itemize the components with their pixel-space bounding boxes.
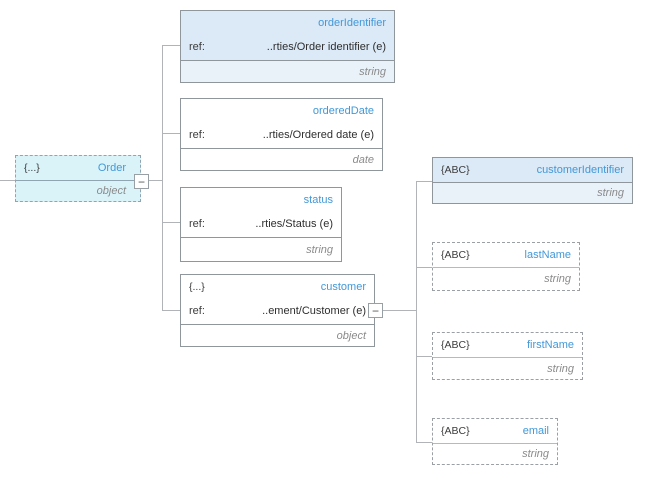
type-row: string — [181, 60, 394, 82]
node-type: object — [336, 329, 366, 342]
node-title: email — [522, 425, 549, 437]
string-badge: {ABC} — [441, 339, 470, 351]
connector-root-out — [141, 180, 162, 181]
connector-right-trunk — [416, 181, 417, 443]
ref-label: ref: — [189, 129, 205, 141]
node-type: string — [597, 187, 624, 199]
schema-node-firstname[interactable]: {ABC} firstName string — [432, 332, 583, 380]
connector-stub-customer — [162, 310, 180, 311]
node-type: string — [359, 65, 386, 78]
node-title: Order — [97, 162, 126, 174]
ref-value: ..rties/Ordered date (e) — [262, 129, 374, 141]
node-title: firstName — [526, 339, 574, 351]
node-type: string — [306, 243, 333, 256]
connector-left-trunk — [162, 45, 163, 311]
collapse-button-customer[interactable]: − — [368, 303, 383, 318]
collapse-button-order[interactable]: − — [134, 174, 149, 189]
string-badge: {ABC} — [441, 425, 470, 437]
node-title: orderIdentifier — [318, 16, 386, 29]
connector-stub-ordereddate — [162, 133, 180, 134]
ref-label: ref: — [189, 41, 205, 53]
schema-node-customeridentifier[interactable]: {ABC} customerIdentifier string — [432, 157, 633, 204]
type-row: string — [433, 268, 579, 290]
connector-stub-orderidentifier — [162, 45, 180, 46]
ref-value: ..rties/Status (e) — [255, 218, 333, 230]
node-title: lastName — [524, 249, 571, 261]
connector-customer-out — [375, 310, 416, 311]
object-badge: {...} — [24, 162, 40, 174]
connector-stub-customeridentifier — [416, 181, 432, 182]
type-row: object — [16, 181, 140, 201]
node-type: string — [544, 273, 571, 285]
type-row: object — [181, 324, 374, 346]
ref-label: ref: — [189, 218, 205, 230]
node-title: status — [303, 193, 333, 206]
node-type: date — [352, 153, 374, 166]
node-type: string — [547, 362, 574, 375]
string-badge: {ABC} — [441, 249, 470, 261]
schema-node-orderidentifier[interactable]: orderIdentifier ref: ..rties/Order ident… — [180, 10, 395, 83]
type-row: string — [433, 358, 582, 379]
connector-root-in — [0, 180, 15, 181]
connector-stub-firstname — [416, 356, 432, 357]
schema-node-ordereddate[interactable]: orderedDate ref: ..rties/Ordered date (e… — [180, 98, 383, 171]
schema-node-lastname[interactable]: {ABC} lastName string — [432, 242, 580, 291]
type-row: string — [181, 237, 341, 261]
node-title: orderedDate — [312, 104, 374, 117]
connector-stub-lastname — [416, 267, 432, 268]
type-row: string — [433, 183, 632, 203]
ref-value: ..rties/Order identifier (e) — [266, 41, 386, 53]
node-type: string — [522, 448, 549, 460]
object-badge: {...} — [189, 280, 205, 293]
schema-node-status[interactable]: status ref: ..rties/Status (e) string — [180, 187, 342, 262]
type-row: string — [433, 444, 557, 464]
node-title: customer — [320, 280, 366, 293]
schema-node-email[interactable]: {ABC} email string — [432, 418, 558, 465]
node-title: customerIdentifier — [536, 164, 624, 176]
ref-value: ..ement/Customer (e) — [262, 305, 366, 317]
schema-node-order[interactable]: {...} Order object — [15, 155, 141, 202]
type-row: date — [181, 148, 382, 170]
node-type: object — [96, 185, 126, 197]
string-badge: {ABC} — [441, 164, 470, 176]
ref-label: ref: — [189, 305, 205, 317]
schema-node-customer[interactable]: {...} customer ref: ..ement/Customer (e)… — [180, 274, 375, 347]
connector-stub-email — [416, 442, 432, 443]
connector-stub-status — [162, 222, 180, 223]
